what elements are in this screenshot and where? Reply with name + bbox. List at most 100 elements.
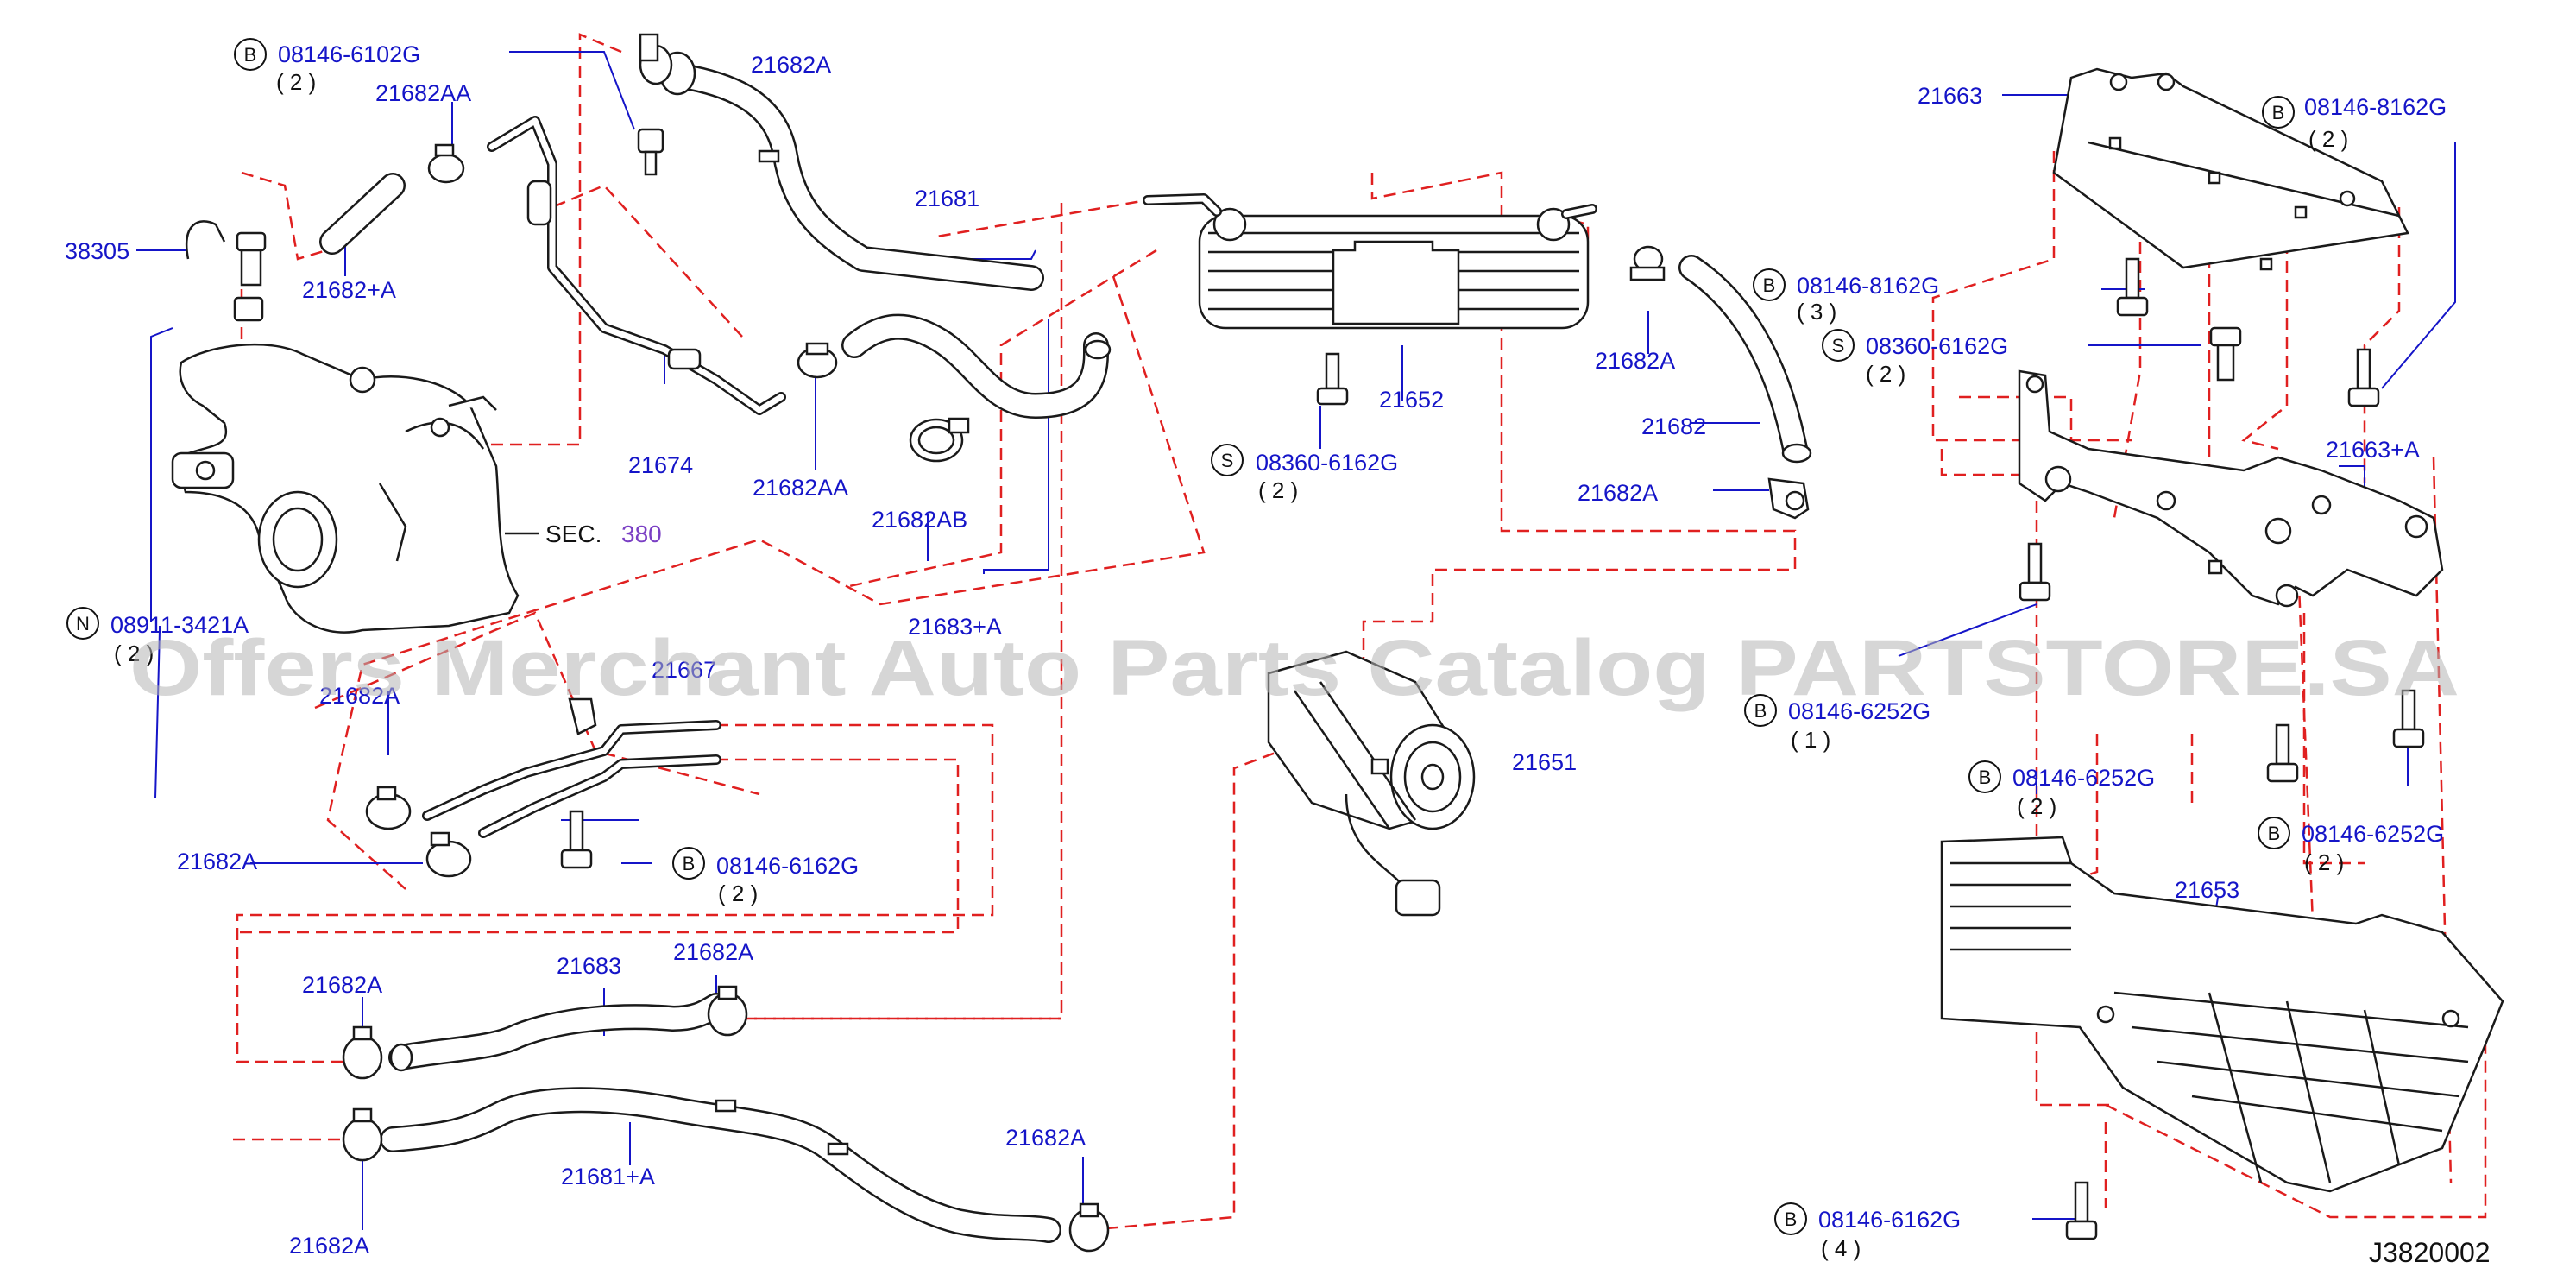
- part-number: 08146-6252G: [2012, 765, 2155, 791]
- bolt-icon: [637, 128, 664, 176]
- bolt-icon: [2347, 348, 2380, 407]
- part-number: 08146-6162G: [716, 853, 859, 879]
- callout-b-08146-6102g: B 08146-6102G ( 2 ): [234, 38, 420, 95]
- bracket-21663a: [2018, 369, 2444, 608]
- callout-b-08146-6162g-bottom: B 08146-6162G ( 4 ): [1774, 1202, 1961, 1261]
- short-hose: [319, 173, 406, 255]
- label-21682a: 21682A: [751, 52, 831, 78]
- callout-s-08360-6162g-right: S 08360-6162G ( 2 ): [1822, 329, 2008, 387]
- callout-b-08146-6162g-left: B 08146-6162G ( 2 ): [672, 847, 859, 906]
- quantity: ( 2 ): [2308, 126, 2348, 152]
- hose-clamp-icon: [427, 143, 465, 184]
- quantity: ( 2 ): [114, 640, 154, 666]
- label-21682a: 21682A: [302, 972, 382, 998]
- cooler-pipe-21674: [487, 116, 786, 415]
- label-21683-plus-a: 21683+A: [908, 614, 1002, 640]
- hose-clamp-icon: [342, 1107, 383, 1162]
- label-21682a: 21682A: [673, 939, 753, 965]
- clip-icon: [1767, 477, 1810, 520]
- hose-clamp-icon: [1068, 1202, 1110, 1253]
- badge-letter: B: [1979, 767, 1992, 788]
- label-21682aa: 21682AA: [753, 475, 848, 501]
- label-21682a: 21682A: [1578, 480, 1658, 506]
- label-21682a: 21682A: [1595, 348, 1675, 374]
- label-21682-plus-a: 21682+A: [302, 277, 396, 303]
- callout-b-08146-8162g-top: B 08146-8162G ( 2 ): [2262, 94, 2447, 152]
- watermark: Offers Merchant Auto Parts Catalog PARTS…: [129, 624, 2459, 712]
- hose-21683-lower: [388, 993, 729, 1072]
- badge-letter: S: [1221, 450, 1234, 471]
- callout-b-08146-8162g-mid: B 08146-8162G ( 3 ): [1753, 268, 1939, 325]
- badge-letter: B: [1785, 1208, 1798, 1230]
- badge-circle: [234, 38, 267, 71]
- label-21682a: 21682A: [1005, 1125, 1086, 1151]
- quantity: ( 2 ): [2017, 793, 2056, 819]
- section-number: 380: [621, 521, 662, 547]
- hose-21682: [1678, 255, 1812, 464]
- label-21682a: 21682A: [289, 1233, 369, 1259]
- quantity: ( 2 ): [276, 69, 316, 95]
- badge-letter: B: [244, 44, 257, 66]
- callout-s-08360-6162g-center: S 08360-6162G ( 2 ): [1211, 444, 1398, 503]
- skid-plate-21653: [1940, 836, 2504, 1193]
- electric-oil-pump-21651: [1267, 650, 1476, 917]
- hose-clamp-icon: [425, 831, 472, 878]
- section-prefix: SEC.: [545, 521, 601, 547]
- badge-letter: N: [76, 613, 90, 634]
- hose-clamp-icon: [1629, 245, 1666, 281]
- quantity: ( 1 ): [1791, 727, 1830, 753]
- oil-cooler-21652: [1143, 193, 1597, 330]
- part-number: 08146-6252G: [1788, 698, 1930, 724]
- label-21663-plus-a: 21663+A: [2326, 437, 2420, 463]
- part-number: 08360-6162G: [1866, 333, 2008, 359]
- hose-21681: [658, 51, 1044, 291]
- callout-b-08146-6252g-2b: B 08146-6252G ( 2 ): [2258, 817, 2444, 875]
- hose-clamp-icon: [365, 786, 412, 830]
- label-21681-plus-a: 21681+A: [561, 1164, 655, 1190]
- part-number: 08911-3421A: [110, 612, 249, 638]
- bolt-icon: [2019, 542, 2051, 602]
- badge-letter: S: [1832, 335, 1845, 357]
- label-21682aa: 21682AA: [375, 80, 471, 106]
- hose-clamp-icon: [909, 417, 970, 463]
- label-21683: 21683: [557, 953, 621, 979]
- label-21663: 21663: [1918, 83, 1982, 109]
- label-38305: 38305: [65, 238, 129, 264]
- badge-letter: B: [2268, 823, 2281, 844]
- part-number: 08360-6162G: [1256, 450, 1398, 476]
- callout-n-08911-3421a: N 08911-3421A ( 2 ): [66, 607, 249, 666]
- part-number: 08146-6162G: [1818, 1207, 1961, 1233]
- callout-b-08146-6252g-1: B 08146-6252G ( 1 ): [1744, 694, 1930, 753]
- label-21653: 21653: [2175, 877, 2239, 903]
- bolt-icon: [2065, 1181, 2098, 1240]
- transmission-housing: [171, 343, 520, 634]
- label-21682a: 21682A: [177, 849, 257, 874]
- bolt-icon: [2266, 723, 2299, 783]
- part-number: 08146-8162G: [2304, 94, 2447, 120]
- bolt-icon: [2392, 689, 2425, 748]
- bolt-icon: [2116, 257, 2149, 317]
- hose-21683-upper: [841, 313, 1112, 419]
- quantity: ( 2 ): [718, 880, 758, 906]
- badge-letter: B: [2272, 102, 2285, 123]
- label-21652: 21652: [1379, 387, 1444, 413]
- label-21682a: 21682A: [319, 683, 400, 709]
- section-reference: SEC. 380: [505, 521, 662, 547]
- label-21651: 21651: [1512, 749, 1577, 775]
- bolt-icon: [560, 810, 593, 869]
- quantity: ( 2 ): [1258, 477, 1298, 503]
- cooler-pipe-21667: [422, 697, 721, 838]
- badge-letter: B: [1763, 274, 1776, 296]
- label-21674: 21674: [628, 452, 693, 478]
- drawing-code: J3820002: [2369, 1237, 2491, 1268]
- badge-letter: B: [683, 853, 696, 874]
- label-21667: 21667: [652, 657, 716, 683]
- quantity: ( 4 ): [1821, 1235, 1861, 1261]
- part-number: 08146-6252G: [2302, 821, 2444, 847]
- screw-icon: [1316, 352, 1349, 406]
- part-number: 08146-8162G: [1797, 273, 1939, 299]
- callout-b-08146-6252g-2a: B 08146-6252G ( 2 ): [1968, 760, 2155, 819]
- hose-clamp-icon: [797, 342, 838, 379]
- part-number-labels: 21682A 21682AA 38305 21682+A 21681 21674…: [65, 52, 2420, 1259]
